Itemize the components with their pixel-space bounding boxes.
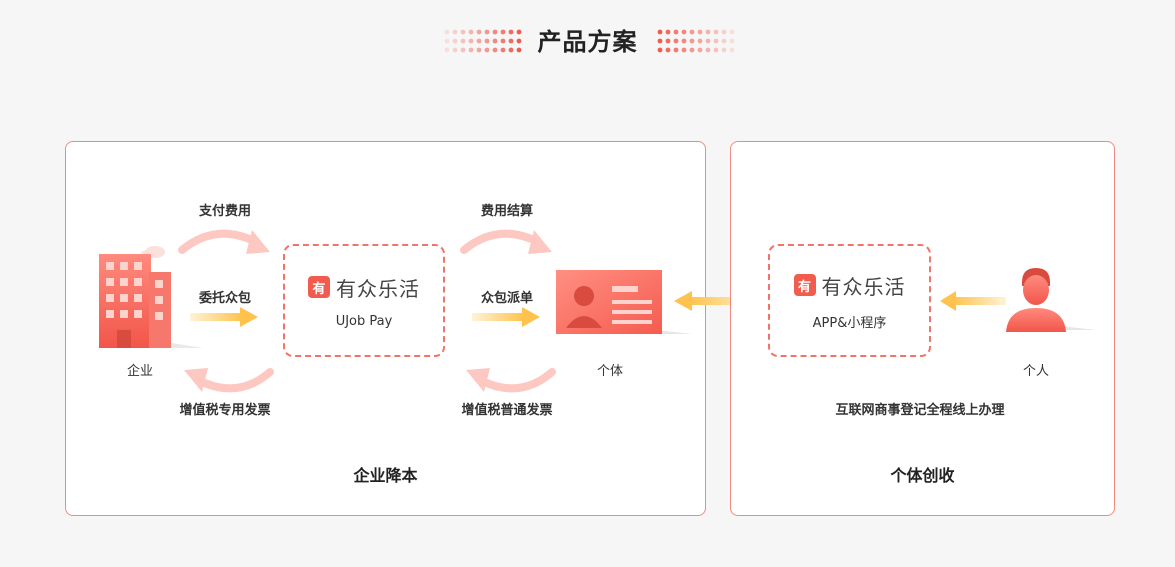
curved-arrow-left-icon: [184, 368, 274, 393]
yellow-arrow-left-icon: [940, 291, 1006, 311]
curved-arrow-right-icon: [460, 229, 552, 254]
platform-subname: UJob Pay: [335, 313, 393, 329]
vat-normal-label: 增值税普通发票: [461, 403, 553, 418]
pay-fee-label: 支付费用: [198, 204, 251, 219]
individual-caption: 个体创收: [890, 466, 955, 485]
app-subname: APP&小程序: [812, 315, 887, 331]
brand-logo-icon: 有: [793, 274, 816, 296]
enterprise-label: 企业: [126, 364, 153, 379]
app-brand: 有 有众乐活: [793, 271, 906, 300]
yellow-arrow-right-icon: [472, 307, 540, 327]
brand-name: 有众乐活: [821, 274, 906, 299]
yellow-arrow-right-icon: [190, 307, 258, 327]
id-card-icon: [556, 270, 692, 334]
person-label: 个人: [1022, 364, 1049, 379]
entrust-label: 委托众包: [198, 291, 251, 306]
individual-label: 个体: [596, 364, 623, 379]
dots-decoration-right: [657, 29, 735, 53]
crowd-dispatch-label: 众包派单: [480, 291, 533, 306]
building-icon: [99, 246, 203, 348]
yellow-arrow-left-icon: [674, 291, 762, 311]
curved-arrow-right-icon: [178, 229, 270, 254]
online-registration-text: 互联网商事登记全程线上办理: [835, 403, 1005, 418]
enterprise-caption: 企业降本: [353, 466, 418, 485]
curved-arrow-left-icon: [466, 368, 556, 393]
brand-logo-icon: 有: [308, 276, 330, 298]
platform-box: 有 有众乐活 UJob Pay: [283, 244, 445, 357]
fee-settle-label: 费用结算: [480, 204, 533, 219]
person-icon: [1006, 268, 1096, 332]
dots-decoration-left: [444, 29, 522, 53]
brand-name: 有众乐活: [336, 276, 420, 301]
vat-special-label: 增值税专用发票: [179, 403, 271, 418]
app-box: 有 有众乐活 APP&小程序: [768, 244, 931, 357]
platform-brand: 有 有众乐活: [308, 273, 420, 302]
page-title: 产品方案: [537, 28, 638, 56]
